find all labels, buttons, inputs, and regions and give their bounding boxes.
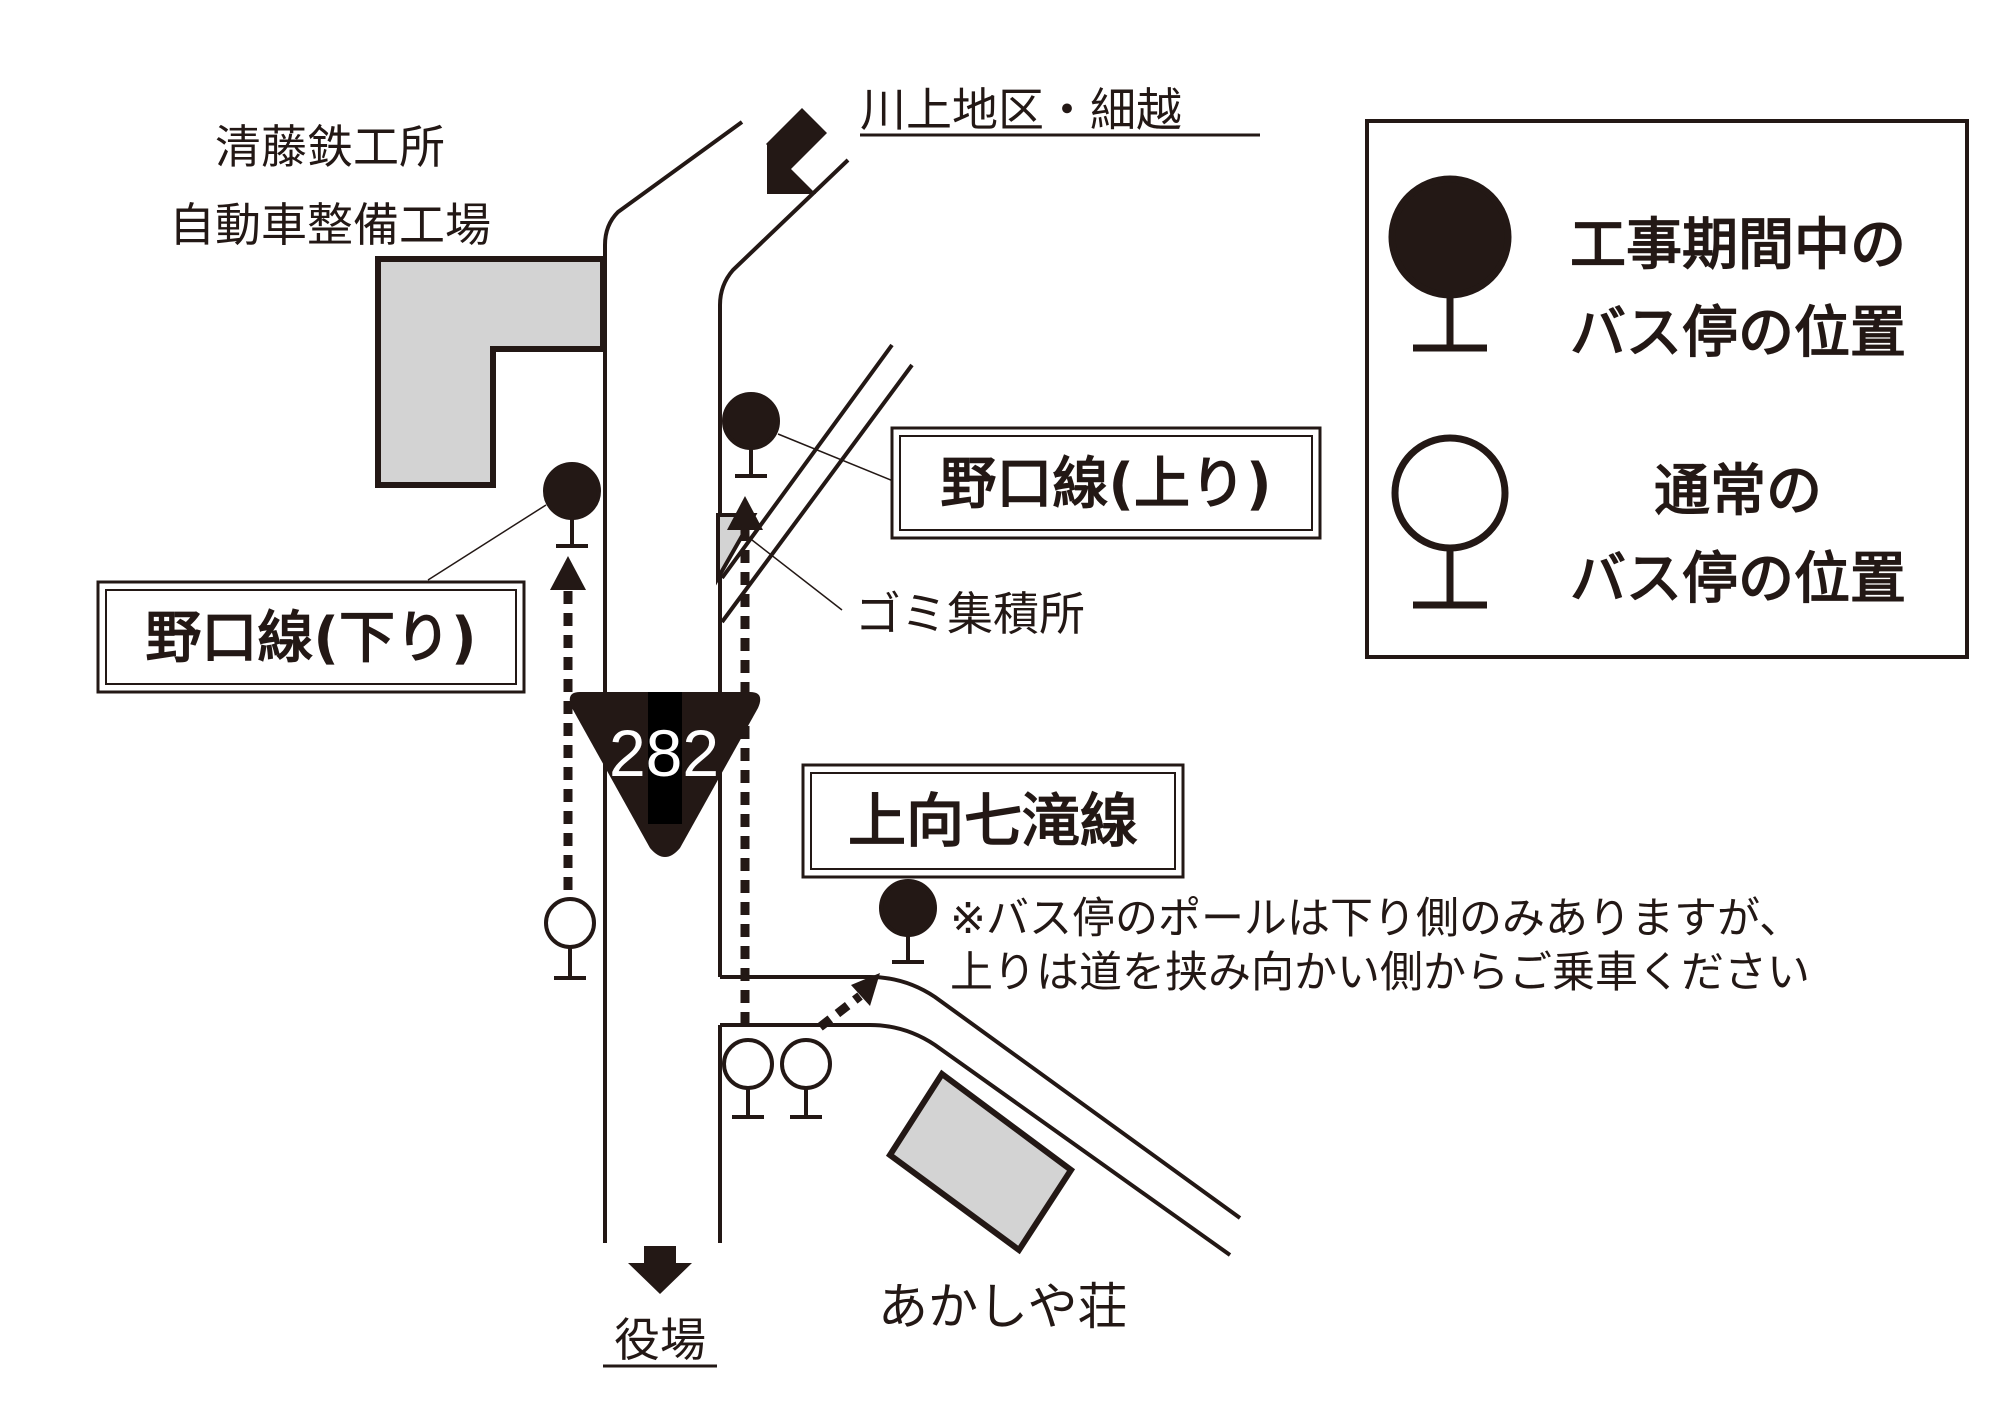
- south-direction-arrow-icon: [628, 1246, 692, 1294]
- route-282-shield: 282: [569, 692, 761, 857]
- normal-stop-noguchi-up: [722, 1038, 774, 1119]
- route-label-kamimuki: 上向七滝線: [848, 787, 1138, 855]
- construction-stop-noguchi-up: [722, 392, 780, 478]
- normal-stop-kamimuki: [780, 1038, 832, 1119]
- legend-normal-line2: バス停の位置: [1570, 547, 1906, 612]
- side-street-diagonal: [720, 343, 914, 624]
- route-box-noguchi-up: 野口線(上り): [890, 426, 1322, 540]
- route-number-label: 282: [609, 716, 719, 790]
- construction-stop-noguchi-down: [543, 462, 601, 548]
- note-line2: 上りは道を挟み向かい側からご乗車ください: [950, 948, 1810, 998]
- legend-normal-stop-icon: [1391, 434, 1509, 609]
- route-label-noguchi-up: 野口線(上り): [940, 452, 1271, 517]
- leader-lines: [427, 433, 899, 611]
- legend: 工事期間中の バス停の位置 通常の バス停の位置: [1365, 119, 1969, 659]
- lodge-label: あかしや荘: [878, 1278, 1128, 1336]
- legend-normal-line1: 通常の: [1654, 459, 1822, 524]
- legend-construction-stop-icon: [1388, 175, 1512, 352]
- legend-construction-line2: バス停の位置: [1570, 301, 1906, 366]
- lodge-building: [885, 1069, 1076, 1255]
- main-road: [603, 120, 850, 1243]
- south-destination-label: 役場: [614, 1313, 706, 1367]
- legend-construction-line1: 工事期間中の: [1570, 213, 1906, 278]
- factory-building: [375, 256, 606, 488]
- north-destination-label: 川上地区・細越: [860, 83, 1182, 137]
- route-box-noguchi-down: 野口線(下り): [96, 580, 526, 694]
- route-label-noguchi-down: 野口線(下り): [145, 606, 476, 671]
- route-box-kamimuki: 上向七滝線: [801, 763, 1185, 879]
- arrow-head-noguchi-up: [727, 496, 763, 530]
- arrow-head-noguchi-down: [550, 556, 586, 590]
- construction-stop-kamimuki: [879, 879, 937, 964]
- factory-label-line1: 清藤鉄工所: [215, 120, 445, 174]
- note-line1: ※バス停のポールは下り側のみありますが、: [950, 894, 1802, 944]
- guidance-dotted-lines: [563, 530, 863, 1031]
- arrow-head-kamimuki: [851, 973, 880, 1006]
- factory-label-line2: 自動車整備工場: [169, 198, 491, 252]
- north-direction-arrow-icon: [766, 108, 827, 194]
- garbage-collection-label: ゴミ集積所: [855, 587, 1085, 641]
- normal-stop-noguchi-down: [544, 897, 596, 980]
